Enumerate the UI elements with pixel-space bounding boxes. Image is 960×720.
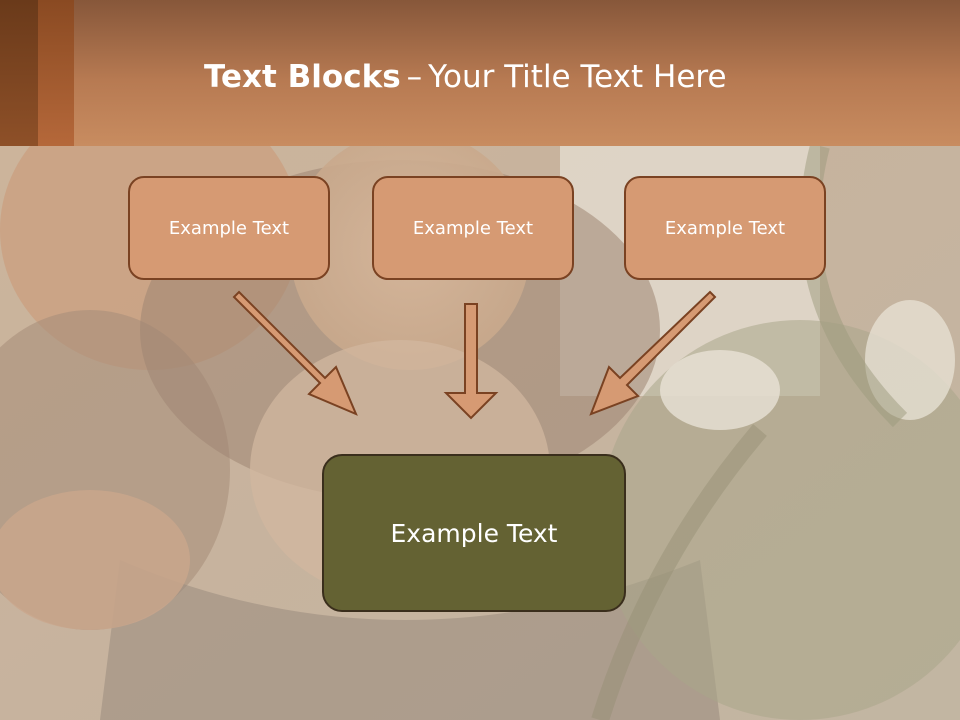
- arrow-right: [589, 290, 717, 416]
- text-block-2-label: Example Text: [412, 217, 534, 239]
- title-rest: Your Title Text Here: [428, 59, 727, 95]
- text-block-1[interactable]: Example Text: [128, 176, 330, 280]
- slide-title: Text Blocks–Your Title Text Here: [204, 52, 727, 102]
- text-block-1-label: Example Text: [168, 217, 290, 239]
- text-block-2[interactable]: Example Text: [372, 176, 574, 280]
- text-block-3[interactable]: Example Text: [624, 176, 826, 280]
- arrow-left: [232, 290, 358, 416]
- title-dash: –: [406, 59, 423, 95]
- target-text-block[interactable]: Example Text: [322, 454, 626, 612]
- title-bold: Text Blocks: [204, 59, 401, 95]
- accent-stripe: [38, 0, 74, 146]
- text-block-3-label: Example Text: [664, 217, 786, 239]
- title-bar: Text Blocks–Your Title Text Here: [0, 0, 960, 146]
- target-text-block-label: Example Text: [390, 518, 558, 548]
- arrow-center: [443, 303, 499, 420]
- accent-stripe: [0, 0, 38, 146]
